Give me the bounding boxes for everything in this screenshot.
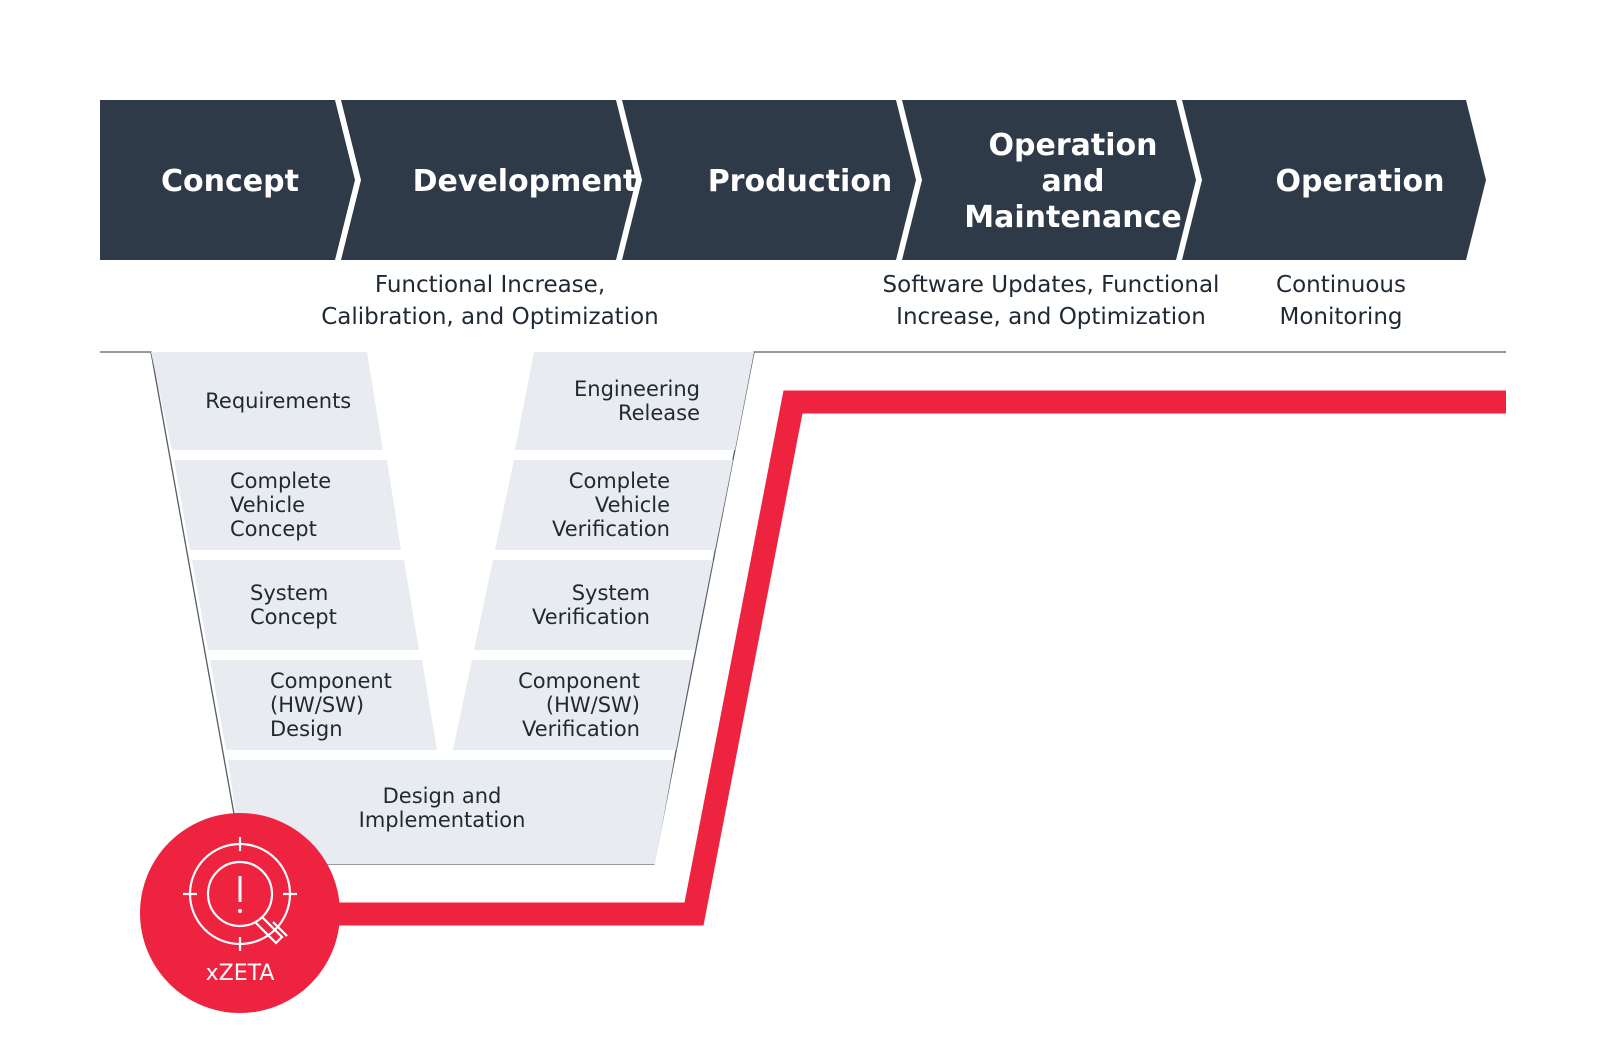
v-left-cell-label-line: Concept <box>250 605 337 629</box>
phase-label: Operation <box>1276 164 1445 199</box>
v-bottom-cell-label-line: Design and <box>383 784 502 808</box>
phase-label-line: and <box>1041 164 1104 199</box>
v-right-cell-shape <box>474 560 713 650</box>
phase-label: Concept <box>161 164 299 199</box>
v-right-cell-label-line: Vehicle <box>595 493 670 517</box>
v-bottom-cell-label-line: Implementation <box>359 808 526 832</box>
phase-label: Production <box>708 164 893 199</box>
v-left-cell-label-line: (HW/SW) <box>270 693 364 717</box>
phase-label-line: Maintenance <box>964 200 1182 235</box>
v-right-cell-label-line: System <box>572 581 650 605</box>
phase-note: Functional Increase, Calibration, and Opt… <box>321 272 658 330</box>
phase-chevron: Concept <box>100 100 355 260</box>
v-right-cell-label-line: (HW/SW) <box>546 693 640 717</box>
v-left-cell-label-line: Component <box>270 669 392 693</box>
phase-chevron: Development <box>341 100 637 260</box>
v-left-cell-label: Component(HW/SW)Design <box>270 669 392 741</box>
v-bottom-cell-shape <box>228 760 674 864</box>
v-left-cell-label-line: Concept <box>230 517 317 541</box>
v-right-cell-shape <box>453 660 693 750</box>
phase-notes: Functional Increase, Calibration, and Opt… <box>321 272 1406 330</box>
v-right-cell: Component(HW/SW)Verification <box>453 660 693 750</box>
v-right-cell-label-line: Verification <box>552 517 670 541</box>
v-left-cell-shape <box>151 352 383 450</box>
v-left-cell: Requirements <box>151 352 383 450</box>
v-left-cell-label-line: System <box>250 581 328 605</box>
v-right-cell-shape <box>515 352 754 450</box>
phase-note-line: Calibration, and Optimization <box>321 304 658 330</box>
v-left-cell-label-line: Vehicle <box>230 493 305 517</box>
phase-chevron-shape <box>1182 100 1486 260</box>
phase-note-line: Continuous <box>1276 272 1406 298</box>
v-left-cell-label-line: Requirements <box>205 389 351 413</box>
phase-chevron: Production <box>622 100 916 260</box>
phase-chevron-shape <box>902 100 1196 260</box>
v-right-cell-label-line: Component <box>518 669 640 693</box>
badge-label: xZETA <box>206 961 275 986</box>
v-right-cell-label-line: Release <box>618 401 700 425</box>
phase-label-line: Production <box>708 164 893 199</box>
phase-chevron-shape <box>100 100 355 260</box>
xzeta-badge: xZETA <box>140 813 340 1013</box>
phase-label-line: Operation <box>989 128 1158 163</box>
v-right-cell-label-line: Complete <box>569 469 670 493</box>
v-left-cell: Component(HW/SW)Design <box>210 660 437 750</box>
phase-label-line: Development <box>413 164 638 199</box>
v-left-cell-shape <box>174 460 401 550</box>
phase-chevron: Operation <box>1182 100 1486 260</box>
phase-note-line: Monitoring <box>1280 304 1403 330</box>
phase-note-line: Functional Increase, <box>375 272 605 298</box>
v-left-cell-shape <box>210 660 437 750</box>
phase-chevron-shape <box>341 100 636 260</box>
v-left-cell-label: Requirements <box>205 389 351 413</box>
v-left-cell-label-line: Complete <box>230 469 331 493</box>
v-left-cell-shape <box>192 560 419 650</box>
v-right-cell-label-line: Verification <box>532 605 650 629</box>
phase-note-line: Increase, and Optimization <box>896 304 1206 330</box>
v-right-cell-shape <box>495 460 733 550</box>
lifecycle-red-path <box>330 390 1506 926</box>
phase-label-line: Concept <box>161 164 299 199</box>
v-right-cell-label-line: Verification <box>522 717 640 741</box>
phase-chevron-shape <box>622 100 916 260</box>
magnifier-alert-icon <box>183 837 297 951</box>
v-right-cell-label-line: Engineering <box>574 377 700 401</box>
v-right-cell-label: Component(HW/SW)Verification <box>518 669 640 741</box>
phase-label-line: Operation <box>1276 164 1445 199</box>
lifecycle-line <box>330 390 1506 926</box>
phase-label: Development <box>413 164 638 199</box>
phase-note-line: Software Updates, Functional <box>883 272 1220 298</box>
v-left-cell-label-line: Design <box>270 717 343 741</box>
